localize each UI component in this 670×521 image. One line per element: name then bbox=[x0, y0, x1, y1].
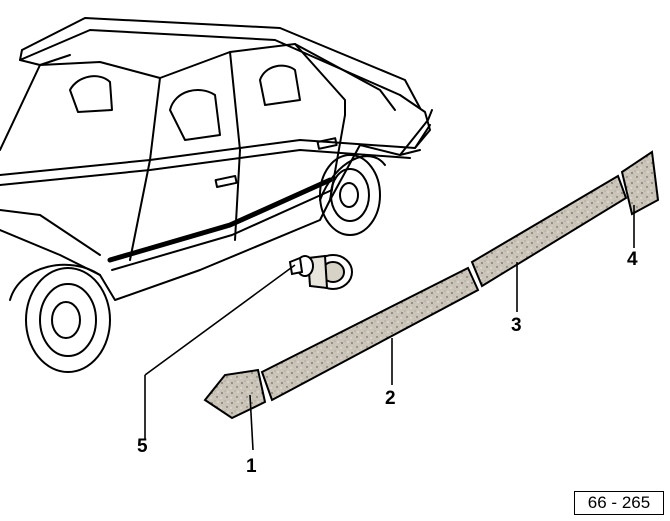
callout-label-2: 2 bbox=[385, 388, 396, 409]
callout-label-3: 3 bbox=[511, 315, 522, 336]
callout-label-5: 5 bbox=[137, 436, 148, 457]
reference-number: 66 - 265 bbox=[574, 491, 664, 515]
moulding-part-2 bbox=[260, 266, 480, 402]
callout-label-1: 1 bbox=[246, 456, 257, 477]
moulding-part-1 bbox=[203, 368, 267, 420]
clip-part bbox=[288, 254, 353, 290]
callout-label-4: 4 bbox=[627, 249, 638, 270]
leader-lines bbox=[144, 205, 635, 451]
moulding-part-3 bbox=[470, 174, 628, 288]
car-body bbox=[0, 17, 433, 373]
moulding-part-4 bbox=[620, 150, 660, 216]
